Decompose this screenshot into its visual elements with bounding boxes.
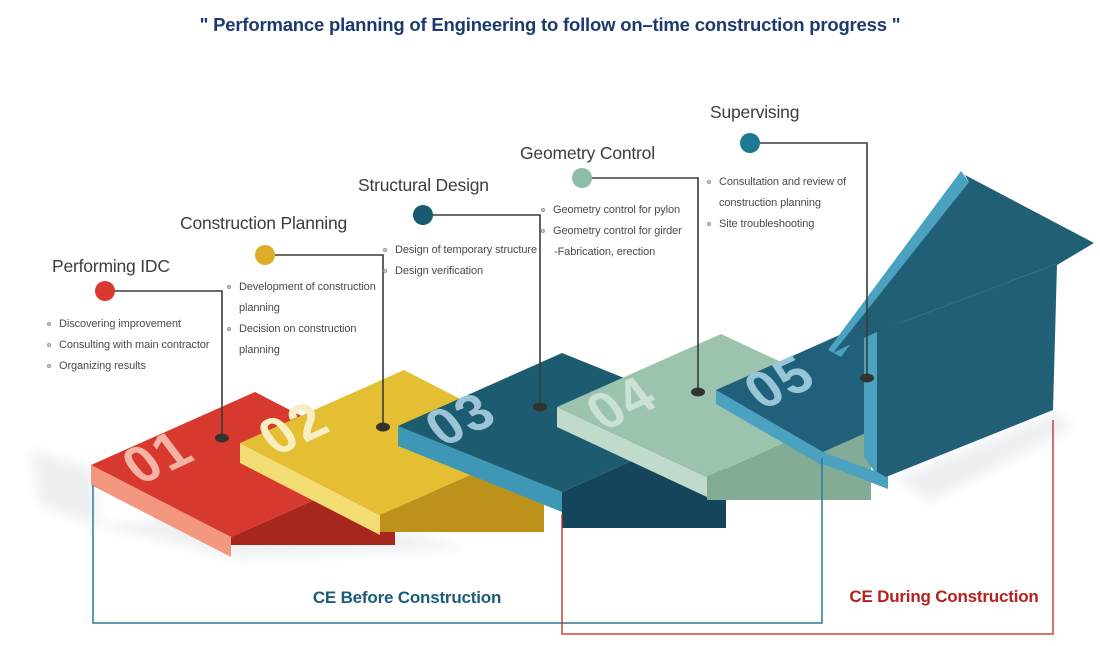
phase-label-before-construction: CE Before Construction — [312, 588, 502, 607]
step-02-bullet-list: Development of construction planning Dec… — [226, 277, 386, 361]
step-02-label: Construction Planning — [180, 213, 348, 233]
bullet-item: Consulting with main contractor — [46, 335, 224, 356]
step-04-dot — [572, 168, 592, 188]
step-05-dot — [740, 133, 760, 153]
connector-tip-05 — [860, 373, 874, 383]
shadow-left-wedge — [30, 450, 100, 528]
arrow-bottom-edge — [823, 452, 888, 489]
bullet-item: Design of temporary structure — [382, 240, 544, 261]
bullet-item: Geometry control for girder -Fabrication… — [540, 221, 695, 263]
step-04-front-edge — [557, 407, 707, 497]
step-03-bullet-list: Design of temporary structure Design ver… — [382, 240, 544, 282]
step-03-dot — [413, 205, 433, 225]
step-01-bullet-list: Discovering improvement Consulting with … — [46, 314, 224, 377]
connector-tip-04 — [691, 387, 705, 397]
shadow-under-arrow — [895, 412, 1072, 502]
step-03-label: Structural Design — [358, 175, 489, 195]
connector-step-04 — [582, 177, 699, 388]
step-02-front-edge — [240, 443, 380, 535]
phase-label-during-construction: CE During Construction — [849, 587, 1039, 606]
connector-lines — [105, 142, 868, 434]
arrow-head-edge — [828, 171, 969, 357]
connector-step-05 — [750, 142, 868, 374]
step-04-label: Geometry Control — [520, 143, 655, 163]
arrow — [823, 171, 1094, 489]
page-title: " Performance planning of Engineering to… — [199, 14, 901, 35]
bullet-item-text: Geometry control for girder — [553, 225, 682, 237]
connector-tip-03 — [533, 402, 547, 412]
connector-tips — [215, 373, 874, 443]
bullet-item: Decision on construction planning — [226, 319, 386, 361]
connector-step-01 — [105, 290, 223, 434]
step-01-front-edge — [91, 465, 231, 557]
connector-step-03 — [423, 214, 541, 403]
arrow-seam — [902, 263, 1057, 323]
connector-step-02 — [265, 254, 384, 423]
arrow-shaft-face — [877, 264, 1057, 477]
bullet-item: Site troubleshooting — [706, 214, 858, 235]
arrow-shaft-edge — [864, 332, 877, 475]
bracket-during-construction — [561, 420, 1054, 635]
step-04-bullet-list: Geometry control for pylon Geometry cont… — [540, 200, 695, 263]
bullet-item: Geometry control for pylon — [540, 200, 695, 221]
bullet-item: Discovering improvement — [46, 314, 224, 335]
bullet-item: Development of construction planning — [226, 277, 386, 319]
bullet-item: Consultation and review of construction … — [706, 172, 858, 214]
bullet-item: Organizing results — [46, 356, 224, 377]
bracket-before-construction — [92, 458, 823, 624]
connector-tip-02 — [376, 422, 390, 432]
step-03-front-edge — [398, 426, 562, 512]
connector-tip-01 — [215, 433, 229, 443]
step-01-dot — [95, 281, 115, 301]
step-02-dot — [255, 245, 275, 265]
bullet-item: Design verification — [382, 261, 544, 282]
label-dots — [95, 133, 760, 301]
bullet-item-continuation: -Fabrication, erection — [554, 246, 656, 258]
step-05-bullet-list: Consultation and review of construction … — [706, 172, 858, 235]
step-05-front-edge — [716, 390, 823, 466]
step-05-label: Supervising — [710, 102, 800, 122]
step-01-label: Performing IDC — [52, 256, 170, 276]
arrow-head-face — [833, 175, 1094, 353]
